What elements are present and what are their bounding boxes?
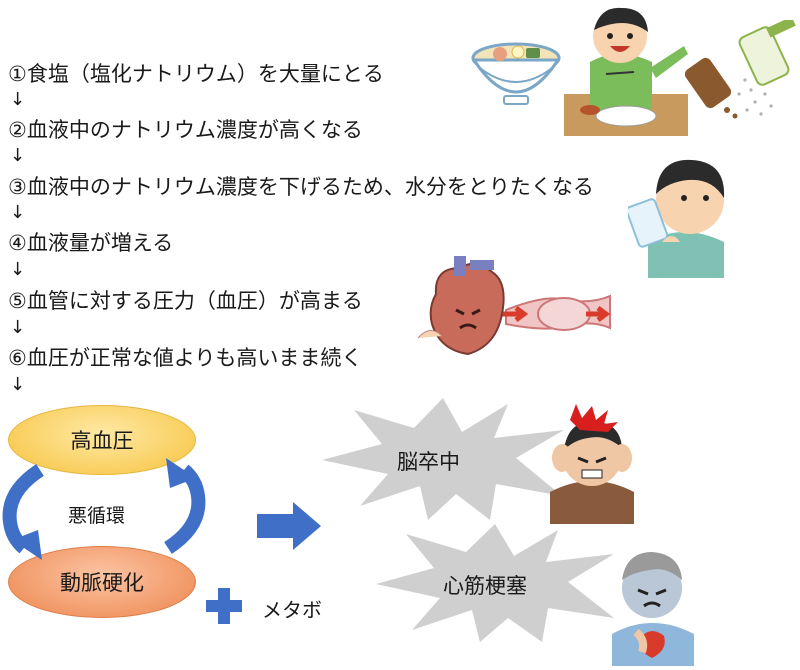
step-1: ①食塩（塩化ナトリウム）を大量にとる	[8, 62, 384, 86]
down-arrow-5: ↓	[10, 317, 26, 338]
step-4: ④血液量が増える	[8, 231, 174, 255]
boy-eating-icon	[564, 7, 688, 136]
down-arrow-1: ↓	[10, 89, 26, 110]
arteriosclerosis-label: 動脈硬化	[60, 571, 144, 595]
headache-man-icon	[550, 404, 634, 524]
heart-vessel-icon	[417, 256, 611, 356]
cycle-arrow-left	[2, 464, 44, 560]
salt-shaker-icon	[685, 20, 796, 119]
metabo-label: メタボ	[262, 598, 322, 622]
chest-pain-man-icon	[612, 552, 694, 666]
heart-attack-burst	[376, 524, 614, 642]
step-3: ③血液中のナトリウム濃度を下げるため、水分をとりたくなる	[8, 175, 594, 199]
step-6: ⑥血圧が正常な値よりも高いまま続く	[8, 346, 363, 370]
heart-attack-label: 心筋梗塞	[443, 574, 527, 598]
down-arrow-3: ↓	[10, 202, 26, 223]
vicious-cycle-label: 悪循環	[68, 505, 126, 527]
cycle-arrow-right	[164, 458, 206, 554]
ramen-bowl-icon	[471, 42, 561, 105]
down-arrow-4: ↓	[10, 259, 26, 280]
stroke-burst	[322, 398, 564, 520]
result-arrow	[257, 502, 321, 550]
step-5: ⑤血管に対する圧力（血圧）が高まる	[8, 289, 363, 313]
stroke-label: 脳卒中	[397, 450, 460, 474]
down-arrow-2: ↓	[10, 145, 26, 166]
hypertension-label: 高血圧	[70, 429, 134, 453]
hypertension-node: 高血圧	[8, 405, 196, 475]
plus-icon	[206, 588, 242, 624]
step-2: ②血液中のナトリウム濃度が高くなる	[8, 118, 363, 142]
down-arrow-6: ↓	[10, 374, 26, 395]
boy-drinking-icon	[628, 159, 725, 278]
